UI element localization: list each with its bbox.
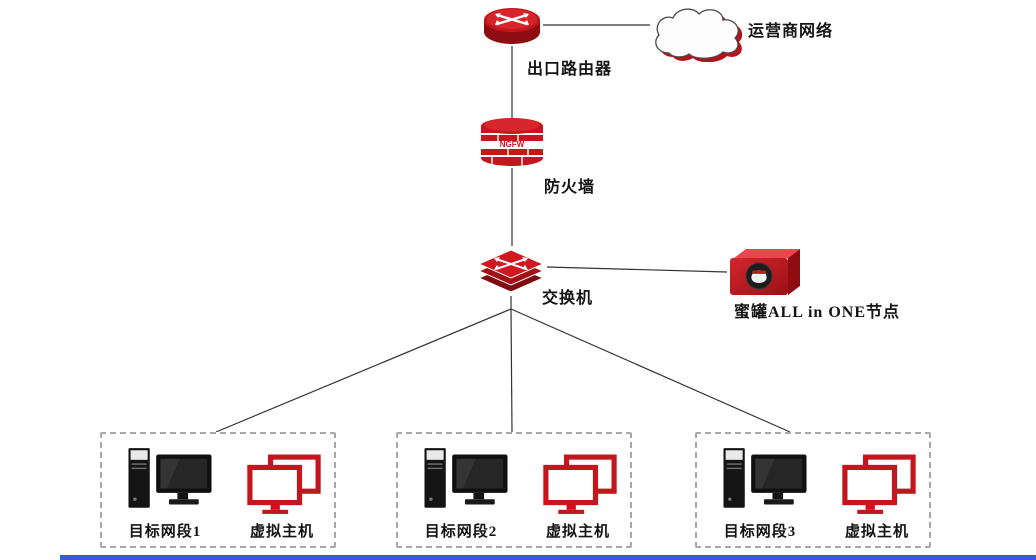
target-pc-icon bbox=[420, 446, 512, 512]
router-label: 出口路由器 bbox=[527, 61, 613, 78]
target-pc-icon bbox=[719, 446, 811, 512]
target-pc-icon bbox=[124, 446, 216, 512]
segment-box-1: 目标网段1 虚拟主机 bbox=[100, 432, 336, 548]
firewall-icon: NGFW bbox=[478, 116, 546, 168]
link-switch-honeypot bbox=[546, 266, 728, 273]
target-segment-label: 目标网段3 bbox=[723, 524, 797, 540]
switch-icon bbox=[477, 248, 545, 298]
cloud-label: 运营商网络 bbox=[748, 23, 834, 40]
virtual-host-label: 虚拟主机 bbox=[844, 524, 909, 540]
link-switch-segment1 bbox=[215, 308, 512, 433]
virtual-host-icon bbox=[242, 454, 326, 516]
firewall-badge: NGFW bbox=[500, 140, 525, 149]
switch-label: 交换机 bbox=[542, 290, 594, 307]
segment-box-2: 目标网段2 虚拟主机 bbox=[396, 432, 632, 548]
honeypot-label: 蜜罐ALL in ONE节点 bbox=[733, 304, 901, 321]
router-icon bbox=[482, 6, 542, 46]
virtual-host-icon bbox=[837, 454, 921, 516]
bottom-blue-bar bbox=[60, 555, 1036, 560]
link-switch-segment2 bbox=[510, 308, 513, 433]
segment-box-3: 目标网段3 虚拟主机 bbox=[695, 432, 931, 548]
honeypot-node-icon bbox=[726, 246, 804, 300]
target-segment-label: 目标网段1 bbox=[128, 524, 202, 540]
virtual-host-label: 虚拟主机 bbox=[249, 524, 314, 540]
virtual-host-icon bbox=[538, 454, 622, 516]
target-segment-label: 目标网段2 bbox=[424, 524, 498, 540]
carrier-cloud-icon bbox=[645, 4, 749, 62]
firewall-label: 防火墙 bbox=[544, 179, 596, 196]
link-switch-segment3 bbox=[510, 308, 791, 433]
virtual-host-label: 虚拟主机 bbox=[545, 524, 610, 540]
